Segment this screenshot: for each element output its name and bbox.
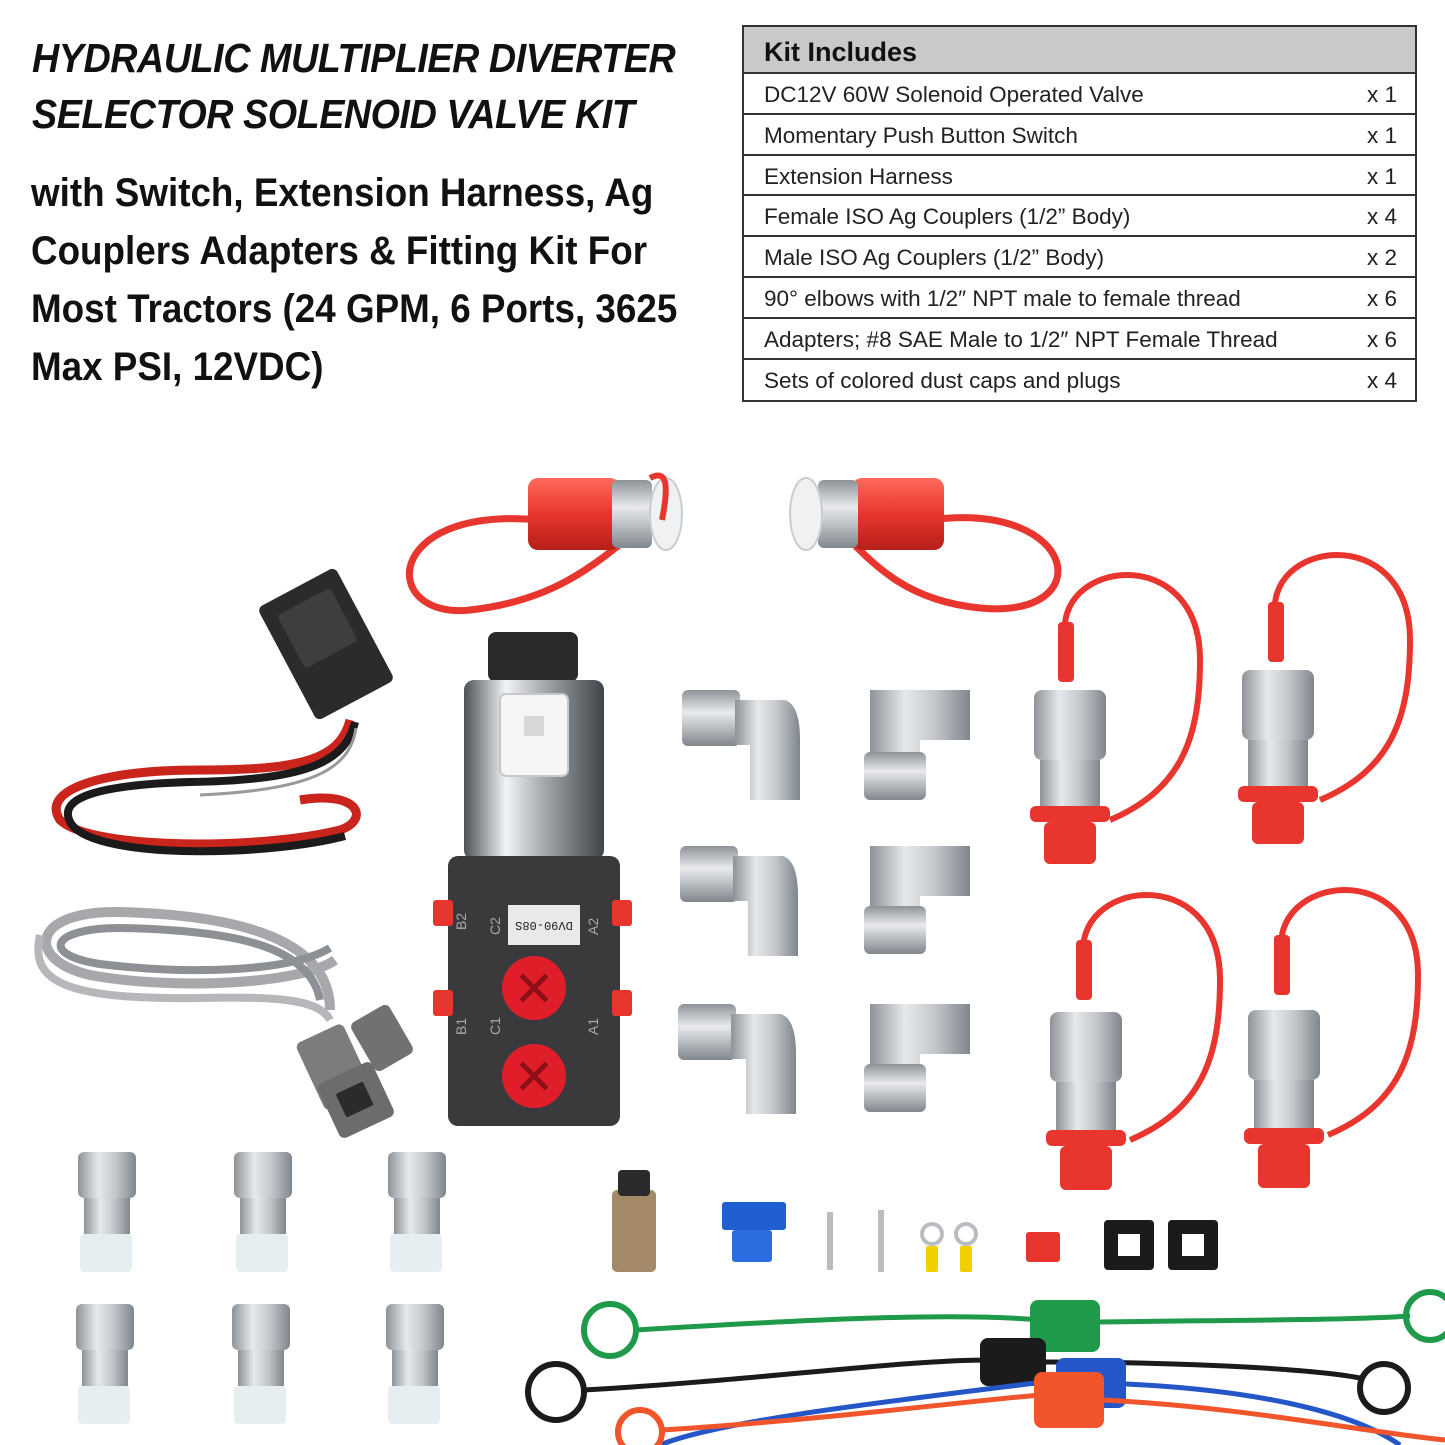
kit-row: Extension Harness x 1 [744, 156, 1415, 197]
kit-item-name: Sets of colored dust caps and plugs [764, 367, 1121, 393]
port-label: C2 [487, 917, 503, 935]
kit-item-name: Female ISO Ag Couplers (1/2” Body) [764, 204, 1131, 230]
port-label: A2 [585, 918, 601, 935]
female-coupler [1030, 572, 1204, 864]
female-coupler [1244, 887, 1422, 1188]
elbow-fitting [864, 690, 970, 800]
kit-item-qty: x 6 [1366, 326, 1397, 352]
kit-row: Momentary Push Button Switch x 1 [744, 115, 1415, 156]
product-title: HYDRAULIC MULTIPLIER DIVERTER SELECTOR S… [32, 30, 676, 142]
kit-item-qty: x 1 [1366, 82, 1397, 107]
port-label: C1 [487, 1017, 503, 1035]
blade-fuse [1026, 1232, 1060, 1262]
adapter-fitting [76, 1304, 134, 1424]
subtitle-line-3: Most Tractors (24 GPM, 6 Ports, 3625 [31, 287, 678, 331]
kit-includes-table: Kit Includes DC12V 60W Solenoid Operated… [742, 25, 1417, 403]
elbow-fitting [864, 1004, 970, 1112]
elbow-fitting [682, 690, 800, 800]
kit-includes-heading: Kit Includes [744, 27, 1415, 74]
male-coupler-right [789, 477, 1062, 613]
adapter-fitting [78, 1152, 136, 1272]
kit-item-qty: x 4 [1366, 367, 1397, 393]
port-label: B2 [453, 913, 469, 930]
elbow-fitting [678, 1004, 796, 1114]
kit-row: Male ISO Ag Couplers (1/2” Body) x 2 [744, 237, 1415, 278]
kit-item-qty: x 4 [1366, 204, 1397, 230]
kit-item-qty: x 1 [1366, 163, 1397, 189]
dust-caps-orange [615, 1372, 1445, 1445]
kit-row: Sets of colored dust caps and plugs x 4 [744, 360, 1415, 401]
dust-caps-black [525, 1338, 1411, 1423]
din-connector [612, 1170, 656, 1272]
title-line-1: HYDRAULIC MULTIPLIER DIVERTER [32, 35, 676, 81]
kit-item-name: Male ISO Ag Couplers (1/2” Body) [764, 245, 1105, 271]
valve-model-label: DV90-08S [515, 918, 573, 932]
male-coupler-left [406, 472, 683, 615]
adapter-fitting [388, 1152, 446, 1272]
ring-terminals [920, 1222, 978, 1272]
gaskets [1104, 1220, 1218, 1270]
kit-row: Female ISO Ag Couplers (1/2” Body) x 4 [744, 196, 1415, 238]
kit-row: Adapters; #8 SAE Male to 1/2″ NPT Female… [744, 319, 1415, 360]
elbow-fitting [864, 846, 970, 954]
kit-item-qty: x 6 [1366, 285, 1397, 311]
wire-tap-connector [722, 1202, 786, 1262]
adapter-fitting [234, 1152, 292, 1272]
subtitle-line-1: with Switch, Extension Harness, Ag [31, 171, 654, 215]
port-label: B1 [453, 1018, 469, 1035]
kit-item-name: 90° elbows with 1/2″ NPT male to female … [764, 285, 1241, 311]
solenoid-valve: DV90-08S B2 C2 A2 B1 C1 A1 [433, 632, 632, 1126]
screws [827, 1210, 884, 1272]
kit-row: 90° elbows with 1/2″ NPT male to female … [744, 278, 1415, 319]
title-line-2: SELECTOR SOLENOID VALVE KIT [32, 91, 635, 137]
kit-item-qty: x 1 [1366, 122, 1397, 148]
female-coupler [1238, 552, 1414, 844]
dust-caps-green [581, 1289, 1445, 1359]
kit-item-name: Extension Harness [764, 163, 953, 189]
product-subtitle: with Switch, Extension Harness, Ag Coupl… [31, 164, 678, 396]
kit-item-name: Momentary Push Button Switch [764, 122, 1078, 148]
port-label: A1 [585, 1018, 601, 1035]
product-photo: DV90-08S B2 C2 A2 B1 C1 A1 [34, 472, 1445, 1445]
subtitle-line-4: Max PSI, 12VDC) [31, 345, 324, 389]
adapter-fitting [386, 1304, 444, 1424]
subtitle-line-2: Couplers Adapters & Fitting Kit For [31, 229, 648, 273]
elbow-fitting [680, 846, 798, 956]
adapter-fitting [232, 1304, 290, 1424]
extension-harness [34, 906, 413, 1138]
kit-item-name: Adapters; #8 SAE Male to 1/2″ NPT Female… [764, 326, 1278, 352]
push-button-switch [51, 568, 393, 856]
kit-row: DC12V 60W Solenoid Operated Valve x 1 [744, 74, 1415, 115]
kit-item-name: DC12V 60W Solenoid Operated Valve [764, 82, 1144, 107]
female-coupler [1046, 892, 1224, 1190]
kit-item-qty: x 2 [1366, 245, 1397, 271]
